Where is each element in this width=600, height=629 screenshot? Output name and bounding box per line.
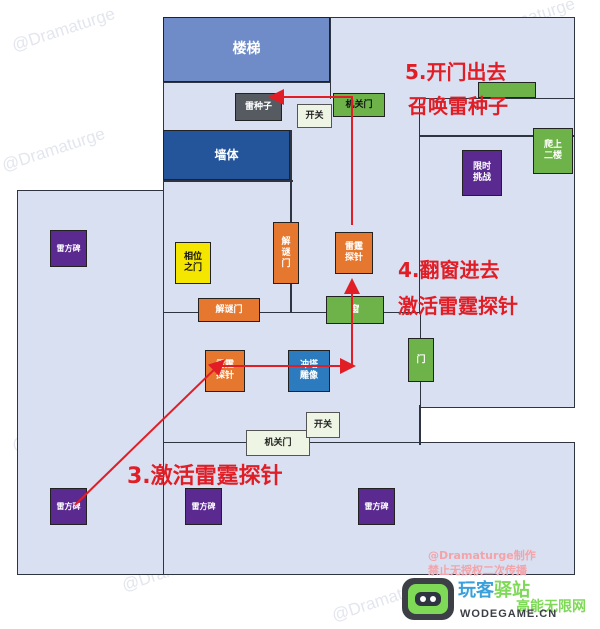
- credit-line2: 禁止无授权二次传播: [428, 564, 527, 577]
- site-logo[interactable]: 玩客驿站 高能无限网 WODEGAME.CN: [398, 572, 598, 628]
- switch-label: 开关: [305, 110, 324, 121]
- robot-logo-icon: [402, 578, 454, 620]
- logo-tagline: 高能无限网: [516, 599, 586, 615]
- stairs-block: 楼梯: [163, 17, 330, 82]
- switch-label: 开关: [313, 419, 332, 430]
- switch-bottom[interactable]: 开关: [306, 412, 340, 438]
- phase-door-label: 相位 之门: [183, 252, 202, 273]
- puzzle-door-label: 解谜门: [215, 304, 243, 315]
- wall-line: [290, 130, 292, 312]
- thunder-stele-label: 雷方碑: [56, 244, 81, 253]
- timed-challenge[interactable]: 限时 挑战: [462, 150, 502, 196]
- statue[interactable]: 冲塔 雕像: [288, 350, 330, 392]
- logo-name: 玩客: [458, 580, 494, 601]
- thunder-probe-lower[interactable]: 雷霆 探针: [205, 350, 245, 392]
- logo-site: 驿站: [494, 580, 530, 601]
- thunder-stele-bottom-left[interactable]: 雷方碑: [50, 488, 87, 525]
- thunder-probe-label: 雷霆 探针: [344, 242, 363, 263]
- caption-step3: 3.激活雷霆探针: [127, 464, 283, 489]
- puzzle-door-label: 解 谜 门: [281, 236, 291, 269]
- phase-door[interactable]: 相位 之门: [175, 242, 211, 284]
- mech-door-bottom[interactable]: 机关门: [246, 430, 310, 456]
- stairs-label: 楼梯: [232, 41, 261, 57]
- thunder-probe-upper[interactable]: 雷霆 探针: [335, 232, 373, 274]
- watermark: @Dramaturge: [0, 123, 108, 176]
- window-label: 窗: [350, 304, 360, 315]
- thunder-seed-label: 雷种子: [244, 101, 272, 112]
- thunder-stele-label: 雷方碑: [364, 502, 389, 511]
- wall-line: [419, 135, 575, 137]
- thunder-seed[interactable]: 雷种子: [235, 93, 282, 121]
- room-left: [17, 190, 165, 575]
- caption-step4-line1: 4.翻窗进去: [398, 258, 500, 282]
- thunder-probe-label: 雷霆 探针: [215, 360, 234, 381]
- watermark: @Dramaturge: [9, 3, 118, 56]
- timed-challenge-label: 限时 挑战: [472, 162, 491, 183]
- wall-line: [163, 180, 293, 182]
- wall-line: [419, 405, 421, 445]
- switch-top[interactable]: 开关: [297, 104, 332, 128]
- logo-domain: WODEGAME.CN: [460, 608, 558, 620]
- thunder-stele-label: 雷方碑: [56, 502, 81, 511]
- caption-step5-line2: 召唤雷种子: [408, 94, 508, 118]
- puzzle-door-horizontal[interactable]: 解谜门: [198, 298, 260, 322]
- statue-label: 冲塔 雕像: [299, 360, 318, 381]
- wall-block: 墙体: [163, 130, 290, 180]
- wall-label: 墙体: [214, 147, 239, 162]
- door-label: 门: [416, 354, 426, 365]
- mech-door-label: 机关门: [345, 99, 373, 110]
- thunder-stele-top-left[interactable]: 雷方碑: [50, 230, 87, 267]
- door-right[interactable]: 门: [408, 338, 434, 382]
- thunder-stele-bottom-mid[interactable]: 雷方碑: [185, 488, 222, 525]
- climb-floor2[interactable]: 爬上 二楼: [533, 128, 573, 174]
- thunder-stele-bottom-right[interactable]: 雷方碑: [358, 488, 395, 525]
- mech-door-label: 机关门: [264, 437, 292, 448]
- mech-door-top[interactable]: 机关门: [333, 93, 385, 117]
- climb-floor2-label: 爬上 二楼: [543, 140, 562, 161]
- window[interactable]: 窗: [326, 296, 384, 324]
- puzzle-door-vertical[interactable]: 解 谜 门: [273, 222, 299, 284]
- thunder-stele-label: 雷方碑: [191, 502, 216, 511]
- caption-step5-line1: 5.开门出去: [405, 60, 507, 84]
- credit-line1: @Dramaturge制作: [428, 549, 536, 562]
- corner-marker: [478, 82, 536, 98]
- caption-step4-line2: 激活雷霆探针: [398, 294, 518, 318]
